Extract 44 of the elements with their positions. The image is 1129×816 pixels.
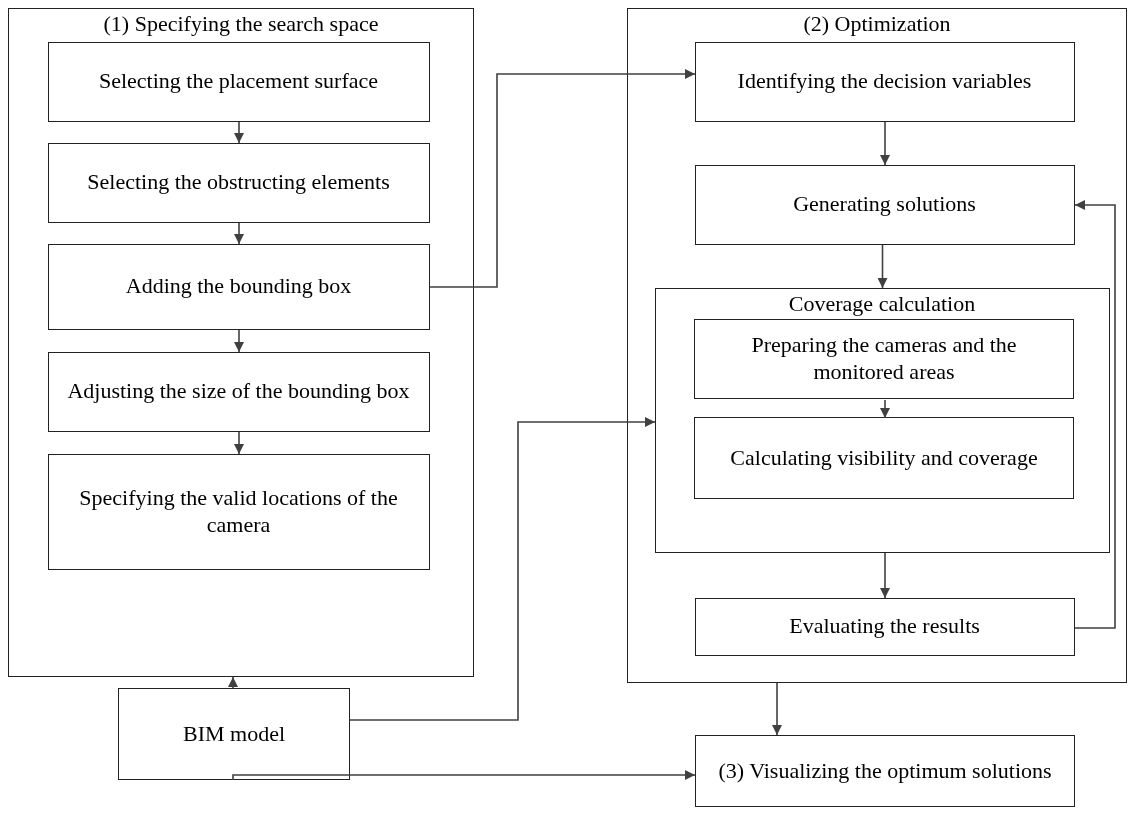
box-label: Evaluating the results <box>789 613 980 640</box>
arrow <box>880 399 890 419</box>
box-label: Adding the bounding box <box>125 273 352 300</box>
process-box <box>47 243 430 330</box>
process-box <box>694 597 1075 656</box>
arrow <box>877 244 888 289</box>
process-box <box>47 41 430 122</box>
group-title: (2) Optimization <box>803 11 951 38</box>
box-label: (3) Visualizing the optimum solutions <box>718 757 1052 785</box>
group-title: (1) Specifying the search space <box>103 11 379 38</box>
group-title: Coverage calculation <box>788 290 976 318</box>
box-label: Calculating visibility and coverage <box>730 444 1038 472</box>
process-box <box>118 688 350 780</box>
process-box <box>47 142 430 223</box>
box-label: Specifying the valid locations of the camera <box>78 484 399 539</box>
arrow <box>349 417 656 721</box>
box-label: Generating solutions <box>793 191 976 218</box>
process-box <box>694 319 1074 399</box>
process-box <box>695 735 1075 807</box>
arrow <box>880 552 890 599</box>
box-label: Selecting the obstructing elements <box>87 169 390 196</box>
arrow <box>234 431 244 455</box>
process-box <box>47 351 430 432</box>
arrow <box>880 121 890 166</box>
group-box <box>654 287 1110 553</box>
arrow <box>232 770 696 781</box>
box-label: Identifying the decision variables <box>737 68 1032 95</box>
arrow <box>228 676 238 689</box>
arrow <box>1074 200 1116 629</box>
arrow <box>234 329 244 353</box>
process-box <box>694 164 1075 245</box>
process-box <box>694 41 1075 122</box>
box-label: BIM model <box>182 720 286 748</box>
group-box <box>627 8 1127 683</box>
process-box <box>694 417 1074 499</box>
box-label: Adjusting the size of the bounding box <box>67 378 410 405</box>
arrow <box>234 222 244 245</box>
arrow <box>234 121 244 144</box>
arrow <box>429 69 696 288</box>
box-label: Selecting the placement surface <box>98 68 379 95</box>
box-label: Preparing the cameras and the monitored areas <box>750 332 1018 386</box>
process-box <box>47 453 430 570</box>
group-box <box>8 8 474 677</box>
arrow <box>772 682 782 736</box>
